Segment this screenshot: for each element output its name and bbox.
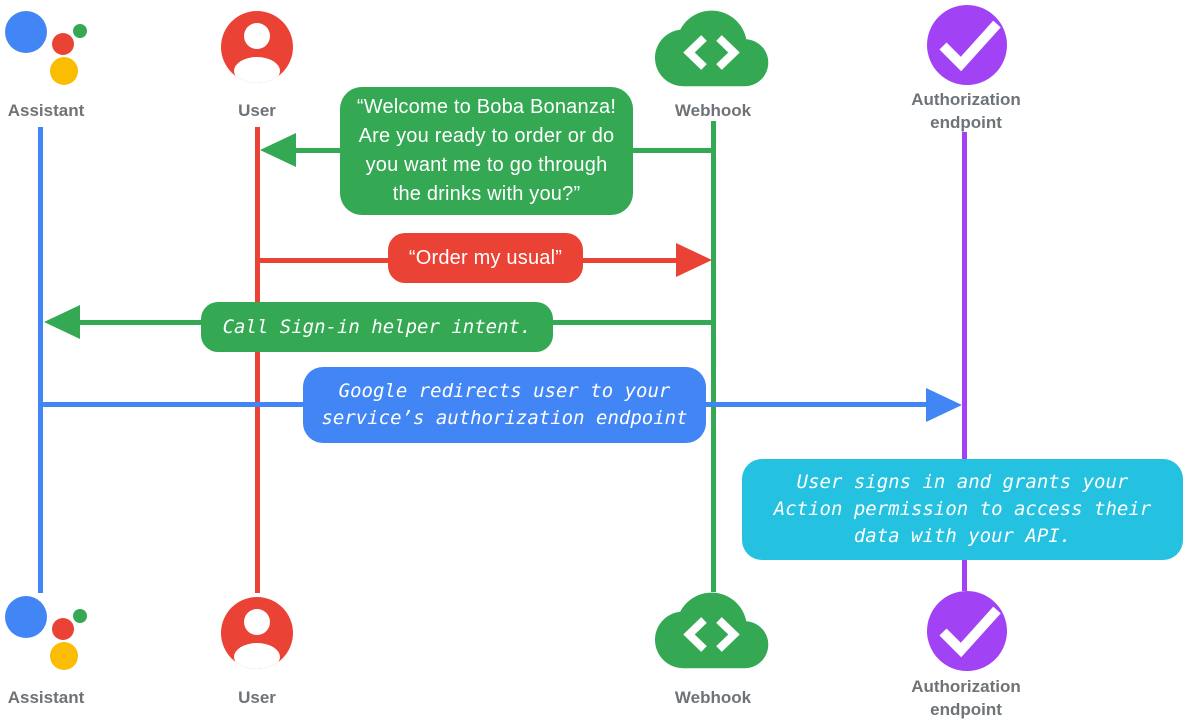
google-assistant-icon: [5, 11, 87, 85]
actor-label-webhook-top: Webhook: [674, 101, 752, 120]
arrowhead-icon: [44, 305, 80, 339]
check-circle-icon: [927, 591, 1007, 671]
actor-label-assistant-top: Assistant: [7, 101, 85, 120]
actor-label-webhook-bottom: Webhook: [674, 688, 752, 707]
message-welcome-bubble: “Welcome to Boba Bonanza! Are you ready …: [340, 87, 633, 215]
message-signin-helper-text: Call Sign-in helper intent.: [222, 315, 532, 338]
message-order-text: “Order my usual”: [408, 246, 563, 269]
cloud-code-icon: [655, 592, 769, 669]
assistant-lifeline: [38, 127, 43, 593]
auth-endpoint-lifeline: [962, 132, 967, 591]
arrowhead-icon: [676, 243, 712, 277]
message-welcome-text: “Welcome to Boba Bonanza! Are you ready …: [356, 96, 617, 205]
message-redirect-bubble: Google redirects user to your service’s …: [303, 367, 706, 443]
message-signin-helper-bubble: Call Sign-in helper intent.: [201, 302, 553, 352]
user-lifeline: [255, 127, 260, 593]
person-icon: [221, 11, 293, 83]
actor-label-auth-bottom: Authorization endpoint: [911, 677, 1021, 719]
actor-label-assistant-bottom: Assistant: [7, 688, 85, 707]
checkmark-icon: [939, 20, 1001, 72]
google-assistant-icon: [5, 596, 87, 670]
note-user-signs-in-text: User signs in and grants your Action per…: [773, 471, 1152, 547]
webhook-lifeline: [711, 121, 716, 592]
message-order-bubble: “Order my usual”: [388, 233, 583, 283]
code-icon: [683, 35, 740, 70]
arrowhead-icon: [260, 133, 296, 167]
check-circle-icon: [927, 5, 1007, 85]
note-user-signs-in-bubble: User signs in and grants your Action per…: [742, 459, 1183, 560]
checkmark-icon: [939, 606, 1001, 658]
cloud-code-icon: [655, 10, 769, 87]
actor-label-user-top: User: [238, 101, 276, 120]
arrowhead-icon: [926, 388, 962, 422]
actor-label-user-bottom: User: [238, 688, 276, 707]
actor-label-auth-top: Authorization endpoint: [911, 90, 1021, 132]
code-icon: [683, 617, 740, 652]
person-icon: [221, 597, 293, 669]
message-redirect-text: Google redirects user to your service’s …: [321, 380, 688, 429]
